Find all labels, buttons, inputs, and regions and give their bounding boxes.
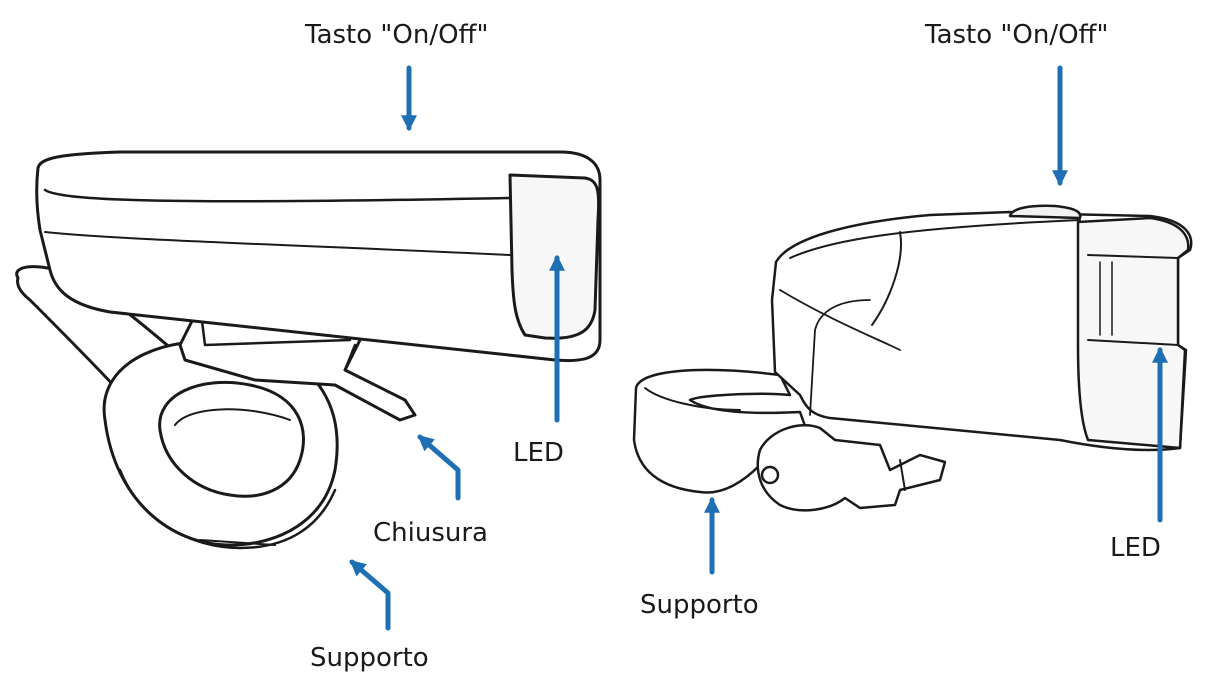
left-housing	[35, 150, 602, 363]
left-bike-light	[15, 150, 602, 550]
arrow-left-mount	[349, 559, 391, 631]
left-led-lens	[508, 173, 601, 340]
right-bike-light	[632, 204, 1193, 512]
label-right-led: LED	[1110, 533, 1161, 563]
label-right-mount: Supporto	[640, 590, 759, 620]
arrow-left-clasp	[417, 434, 461, 501]
label-left-clasp: Chiusura	[373, 518, 488, 548]
label-left-led: LED	[513, 438, 564, 468]
label-right-power-button: Tasto "On/Off"	[925, 20, 1109, 50]
label-left-power-button: Tasto "On/Off"	[305, 20, 489, 50]
callout-arrows	[349, 65, 1169, 631]
right-power-button	[1008, 204, 1082, 220]
label-left-mount: Supporto	[310, 643, 429, 673]
left-housing-top-edge	[43, 188, 512, 203]
right-led-lens	[1076, 216, 1190, 450]
right-knob	[756, 423, 947, 512]
left-mount-hole	[158, 380, 305, 498]
